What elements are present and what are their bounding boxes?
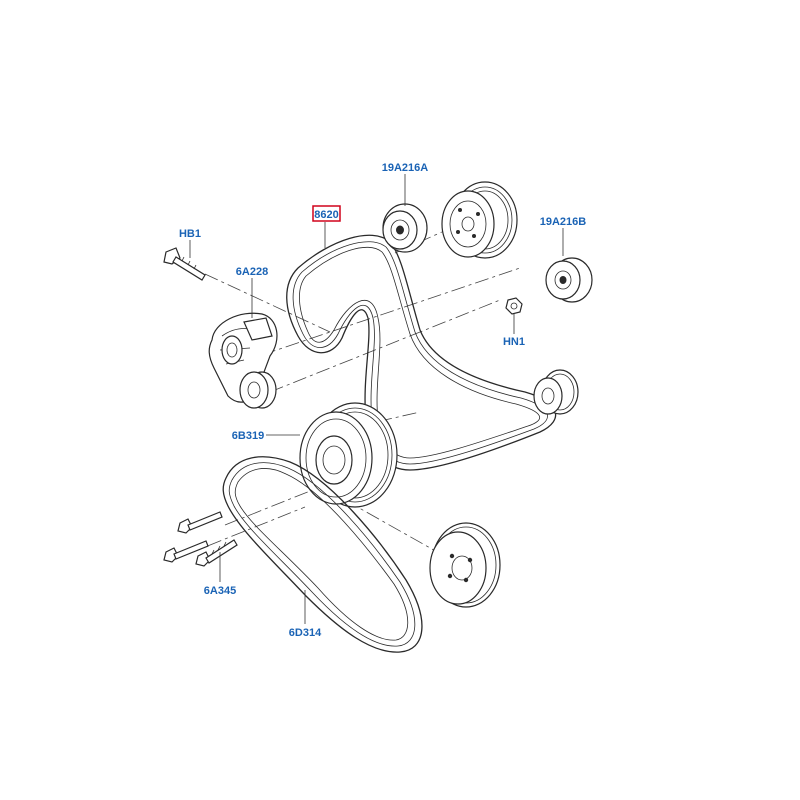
crankshaft-pulley <box>299 402 398 508</box>
idler-pulley-right <box>545 257 593 303</box>
main-belt <box>286 234 557 471</box>
leader-lines <box>189 174 564 624</box>
tensioner <box>208 312 278 409</box>
bolt-hb1 <box>163 247 206 281</box>
alternator-pulley <box>533 369 579 415</box>
idler-pulley-top <box>382 203 428 253</box>
highlight-box <box>312 205 341 222</box>
label-6a345[interactable]: 6A345 <box>204 585 236 597</box>
label-hb1[interactable]: HB1 <box>179 228 201 240</box>
label-19a216b[interactable]: 19A216B <box>540 216 587 228</box>
label-6d314[interactable]: 6D314 <box>289 627 322 639</box>
nut-hn1 <box>505 297 523 315</box>
label-19a216a[interactable]: 19A216A <box>382 162 429 174</box>
bolts-6a345 <box>163 511 238 567</box>
label-6a228[interactable]: 6A228 <box>236 266 268 278</box>
label-hn1[interactable]: HN1 <box>503 336 525 348</box>
accessory-pulley <box>441 181 518 259</box>
label-6b319[interactable]: 6B319 <box>232 430 264 442</box>
water-pump-pulley <box>429 522 501 608</box>
label-8620[interactable]: 8620 <box>314 209 338 221</box>
lower-belt <box>222 456 423 653</box>
